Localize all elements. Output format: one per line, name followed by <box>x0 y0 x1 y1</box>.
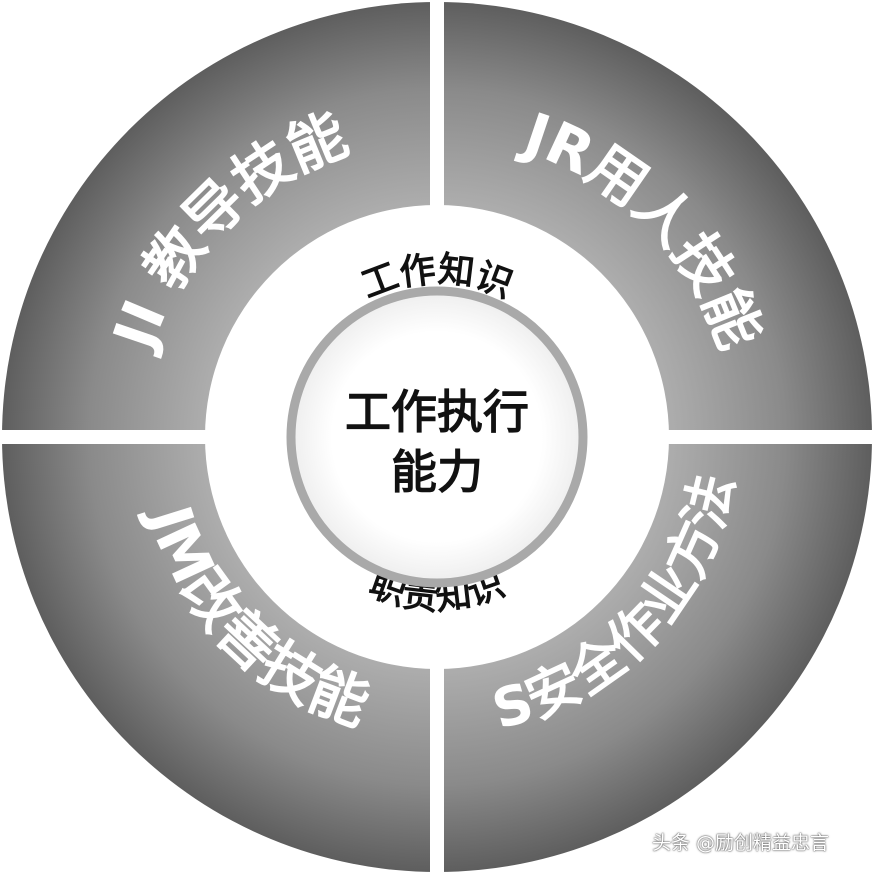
core-label-line1: 工作执行 <box>345 385 529 439</box>
watermark: 头条 @励创精益忠言 <box>652 832 830 854</box>
core-circle <box>286 286 588 588</box>
core-label-line2: 能力 <box>391 445 483 499</box>
